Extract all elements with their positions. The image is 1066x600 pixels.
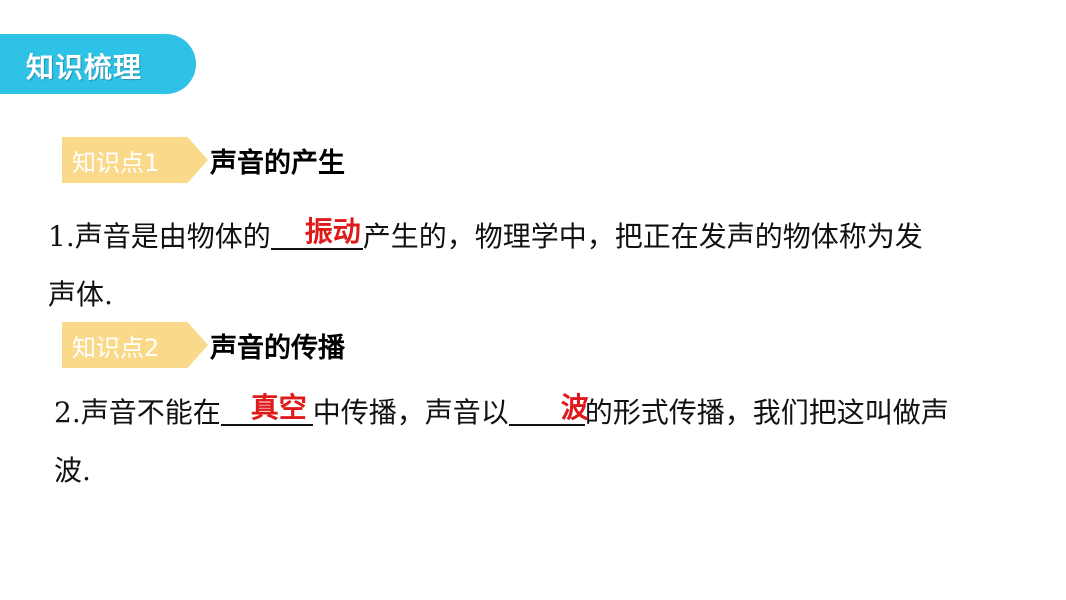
knowledge-point-tag: 知识点2 [62, 322, 208, 368]
knowledge-point-1: 知识点1 声音的产生 [62, 137, 345, 183]
q2-text-before: 2.声音不能在 [54, 396, 221, 429]
knowledge-point-2: 知识点2 声音的传播 [62, 322, 345, 368]
answer-text: 波 [560, 391, 589, 424]
knowledge-point-title: 声音的产生 [210, 147, 345, 179]
q1-line2: 声体. [48, 278, 113, 311]
knowledge-point-title: 声音的传播 [210, 332, 345, 364]
answer-text: 真空 [250, 391, 307, 424]
fill-blank: 振动 [270, 214, 363, 250]
q1-text-before: 1.声音是由物体的 [48, 220, 271, 253]
section-title: 知识梳理 [26, 51, 143, 84]
q2-text-after: 的形式传播，我们把这叫做声 [584, 396, 949, 429]
knowledge-point-tag: 知识点1 [62, 137, 208, 183]
q2-line2: 波. [54, 454, 91, 487]
fill-blank: 真空 [220, 390, 313, 426]
q1-text-after: 产生的，物理学中，把正在发声的物体称为发 [362, 220, 923, 253]
q2-text-middle: 中传播，声音以 [312, 396, 509, 429]
question-1: 1.声音是由物体的振动产生的，物理学中，把正在发声的物体称为发 声体. [48, 208, 923, 324]
fill-blank: 波 [508, 390, 589, 426]
question-2: 2.声音不能在真空中传播，声音以 波的形式传播，我们把这叫做声 波. [54, 384, 949, 500]
section-banner: 知识梳理 [0, 34, 196, 94]
answer-text: 振动 [304, 215, 361, 248]
